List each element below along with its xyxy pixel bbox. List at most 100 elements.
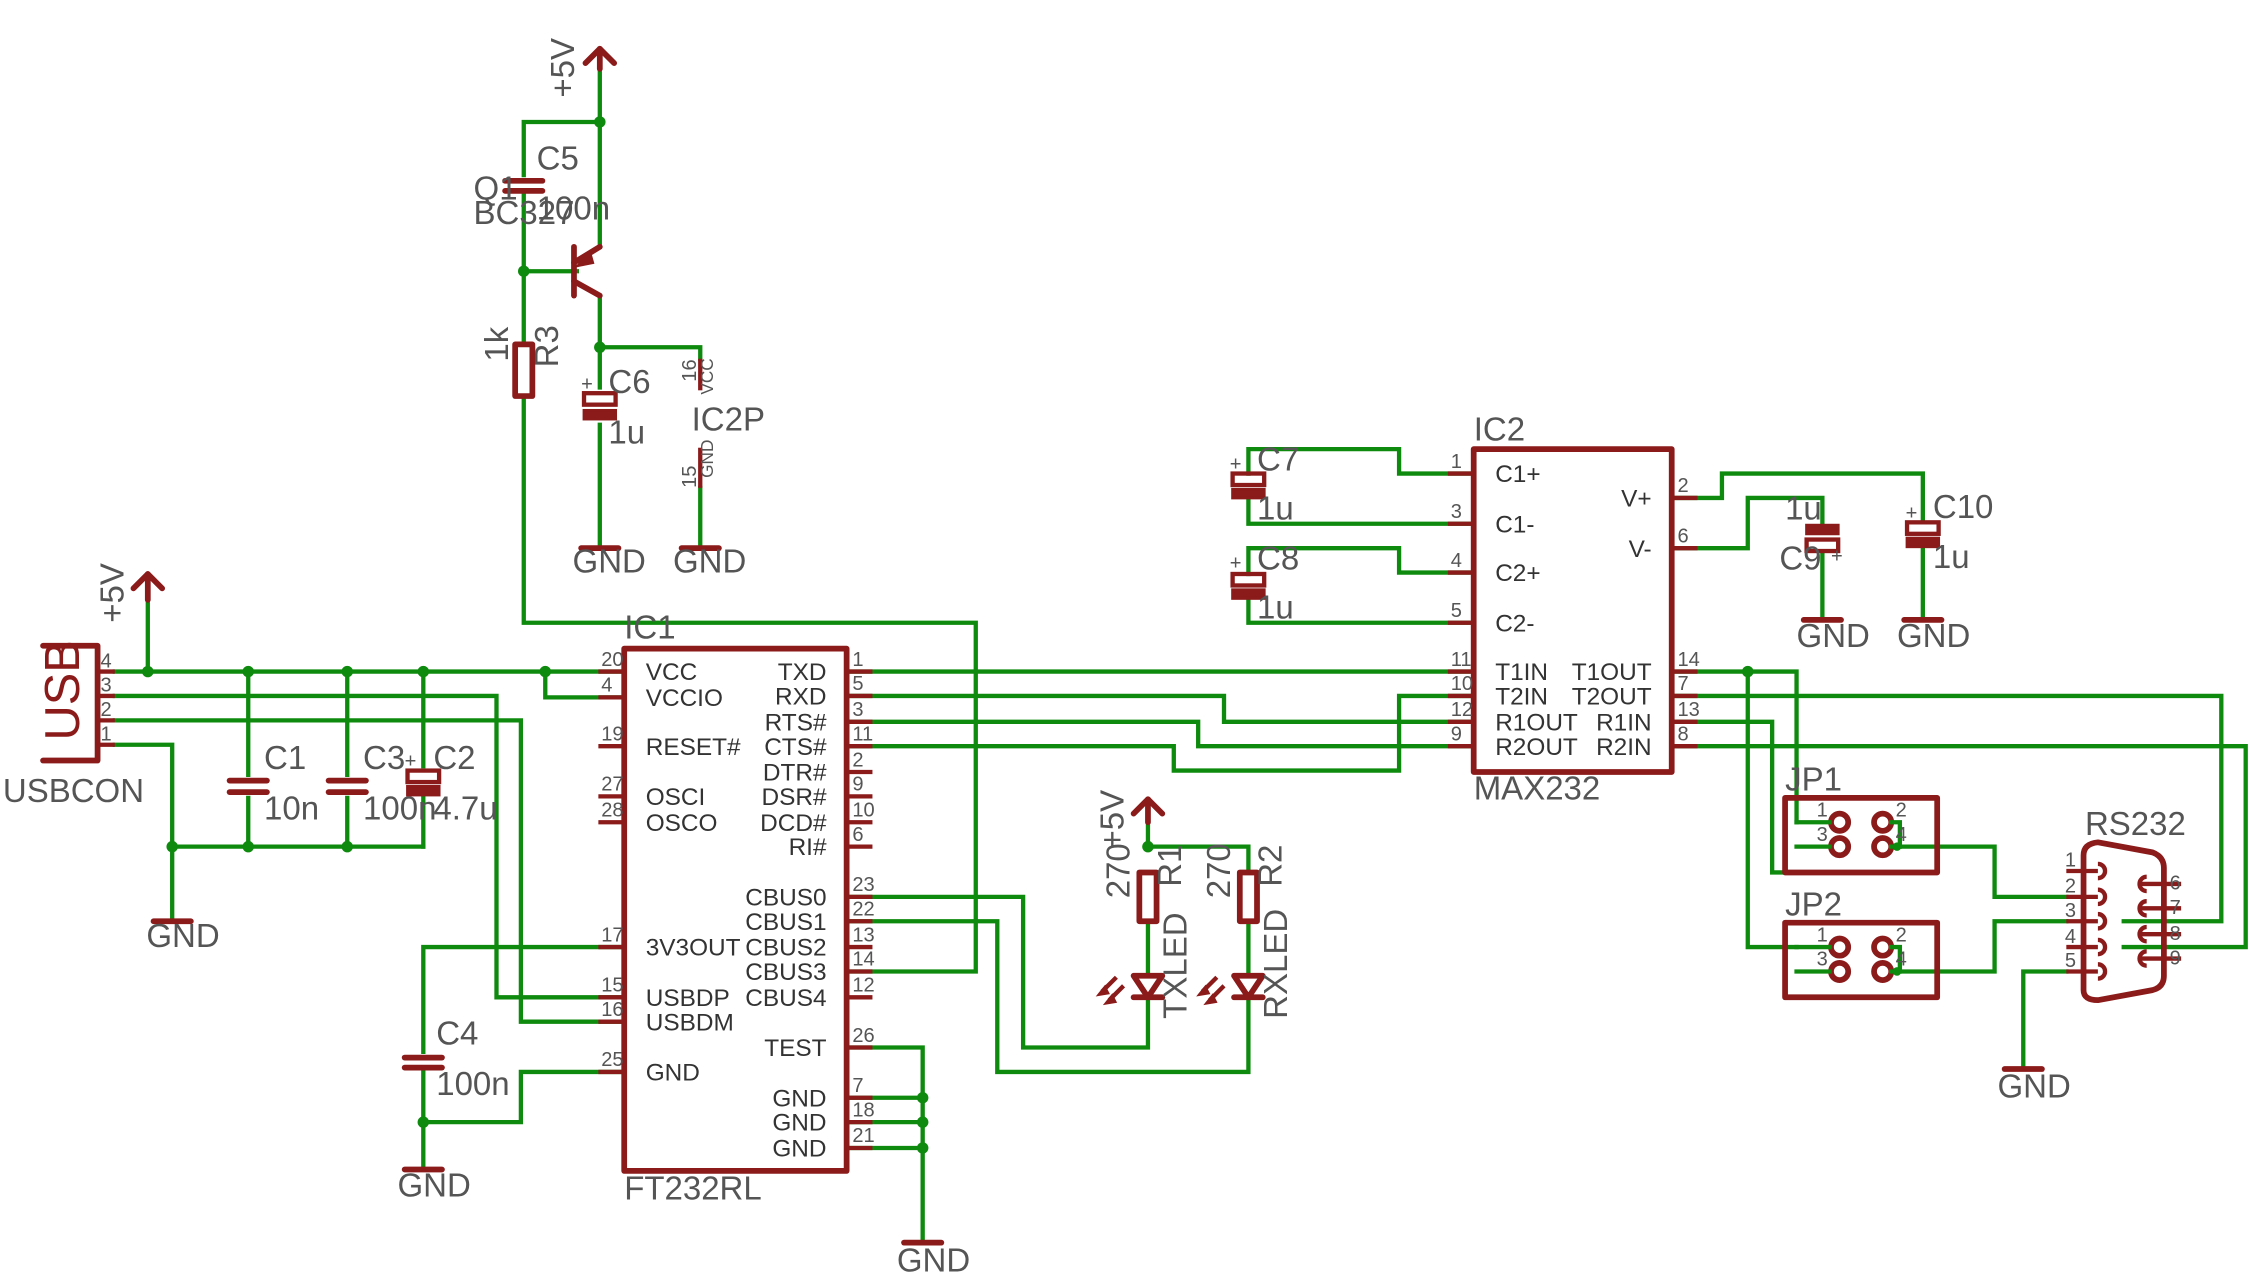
ic1-right-pin-label: DCD# <box>760 810 827 837</box>
svg-text:IC2P: IC2P <box>692 400 765 437</box>
ic2-right-pin-6: 6V- <box>1629 525 1698 563</box>
ic1-left-pin-label: 3V3OUT <box>646 935 741 962</box>
ic2-right-pin-number: 8 <box>1677 723 1688 745</box>
ic1-right-pin-6: 6 RI# <box>789 824 873 861</box>
svg-text:JP1: JP1 <box>1785 761 1842 798</box>
svg-text:GND: GND <box>697 440 717 478</box>
usb-connector-name: USBCON <box>3 772 144 809</box>
svg-text:+: + <box>405 751 417 773</box>
svg-text:1u: 1u <box>608 413 645 450</box>
ic1-left-pin-number: 17 <box>601 924 623 946</box>
svg-text:JP2: JP2 <box>1785 886 1842 923</box>
ic1-right-pin-label: TEST <box>764 1035 826 1062</box>
ic1-right-pin-number: 7 <box>852 1075 863 1097</box>
ic2-power-pins: 16 VCC 15 GND IC2P <box>679 358 765 488</box>
svg-text:+5V: +5V <box>1094 790 1131 850</box>
rs232-pin-8: 8 <box>2137 923 2182 945</box>
svg-text:+: + <box>1831 546 1843 568</box>
ic2-right-pin-label: T1OUT <box>1572 659 1652 686</box>
resistor-r3: 1k R3 <box>478 325 565 399</box>
ic1-right-pin-number: 6 <box>852 824 863 846</box>
ic1-right-pin-number: 11 <box>852 723 873 745</box>
svg-text:+: + <box>1230 454 1242 476</box>
rs232-pin-4: 4 <box>2065 926 2108 957</box>
capacitor-c1: C1 10n <box>226 739 319 826</box>
svg-text:C1: C1 <box>264 739 306 776</box>
ic1-left-pin-number: 4 <box>601 675 612 697</box>
ic1-right-pin-label: RI# <box>789 834 827 861</box>
ic1-right-pin-number: 21 <box>852 1125 874 1147</box>
rs232-pin-9: 9 <box>2137 947 2182 969</box>
svg-text:1: 1 <box>2065 850 2076 872</box>
ic1-right-pin-number: 1 <box>852 649 863 671</box>
gnd-symbol-c4: GND <box>397 1166 471 1204</box>
svg-text:2: 2 <box>2065 876 2076 898</box>
ic1-right-pin-label: DTR# <box>763 760 827 787</box>
svg-text:GND: GND <box>897 1241 970 1278</box>
svg-text:GND: GND <box>1897 617 1970 654</box>
svg-text:C9: C9 <box>1779 540 1821 577</box>
svg-text:3: 3 <box>2065 900 2076 922</box>
ic2-left-pin-label: C2+ <box>1495 560 1540 587</box>
svg-text:C2: C2 <box>433 739 475 776</box>
ic1-right-pin-number: 23 <box>852 874 874 896</box>
ic1-left-pin-17: 17 3V3OUT <box>598 924 741 962</box>
resistor-r2: 270 R2 <box>1200 843 1288 925</box>
gnd-symbol-c6: GND <box>573 543 646 580</box>
jumper-jp1: 1 2 3 4 JP1 <box>1782 761 1941 876</box>
svg-text:2: 2 <box>100 699 111 721</box>
led-tx: TXLED <box>1095 912 1194 1019</box>
svg-text:3: 3 <box>1817 949 1828 971</box>
svg-text:1k: 1k <box>478 326 515 361</box>
svg-text:R3: R3 <box>528 325 565 367</box>
svg-text:10n: 10n <box>264 789 319 826</box>
led-rx: RXLED <box>1196 909 1294 1019</box>
ic2-right-pin-2: 2V+ <box>1621 475 1698 513</box>
svg-text:2: 2 <box>1896 924 1907 946</box>
svg-text:6: 6 <box>2170 873 2181 895</box>
ic1-right-pin-number: 22 <box>852 899 874 921</box>
ic1-left-pin-label: OSCO <box>646 810 718 837</box>
svg-text:C3: C3 <box>363 739 405 776</box>
vcc-symbol-usb: +5V <box>93 563 166 623</box>
ic1-left-pin-number: 15 <box>601 975 623 997</box>
svg-text:4: 4 <box>1896 949 1907 971</box>
ic1-right-pin-label: RXD <box>775 684 826 711</box>
ic2-left-pin-label: C2- <box>1495 610 1534 637</box>
svg-text:16: 16 <box>679 359 701 381</box>
capacitor-c7: + C7 1u <box>1230 441 1299 527</box>
svg-text:Q1: Q1 <box>474 169 518 206</box>
svg-text:FT232RL: FT232RL <box>624 1170 762 1207</box>
ic1-left-pin-number: 25 <box>601 1049 623 1071</box>
svg-text:TXLED: TXLED <box>1157 912 1194 1018</box>
gnd-symbol-rs232: GND <box>1997 1066 2071 1105</box>
vcc-symbol-top: +5V <box>544 38 618 98</box>
svg-text:4: 4 <box>1896 824 1907 846</box>
svg-text:C6: C6 <box>608 363 650 400</box>
rs232-pin-1: 1 <box>2065 850 2108 881</box>
